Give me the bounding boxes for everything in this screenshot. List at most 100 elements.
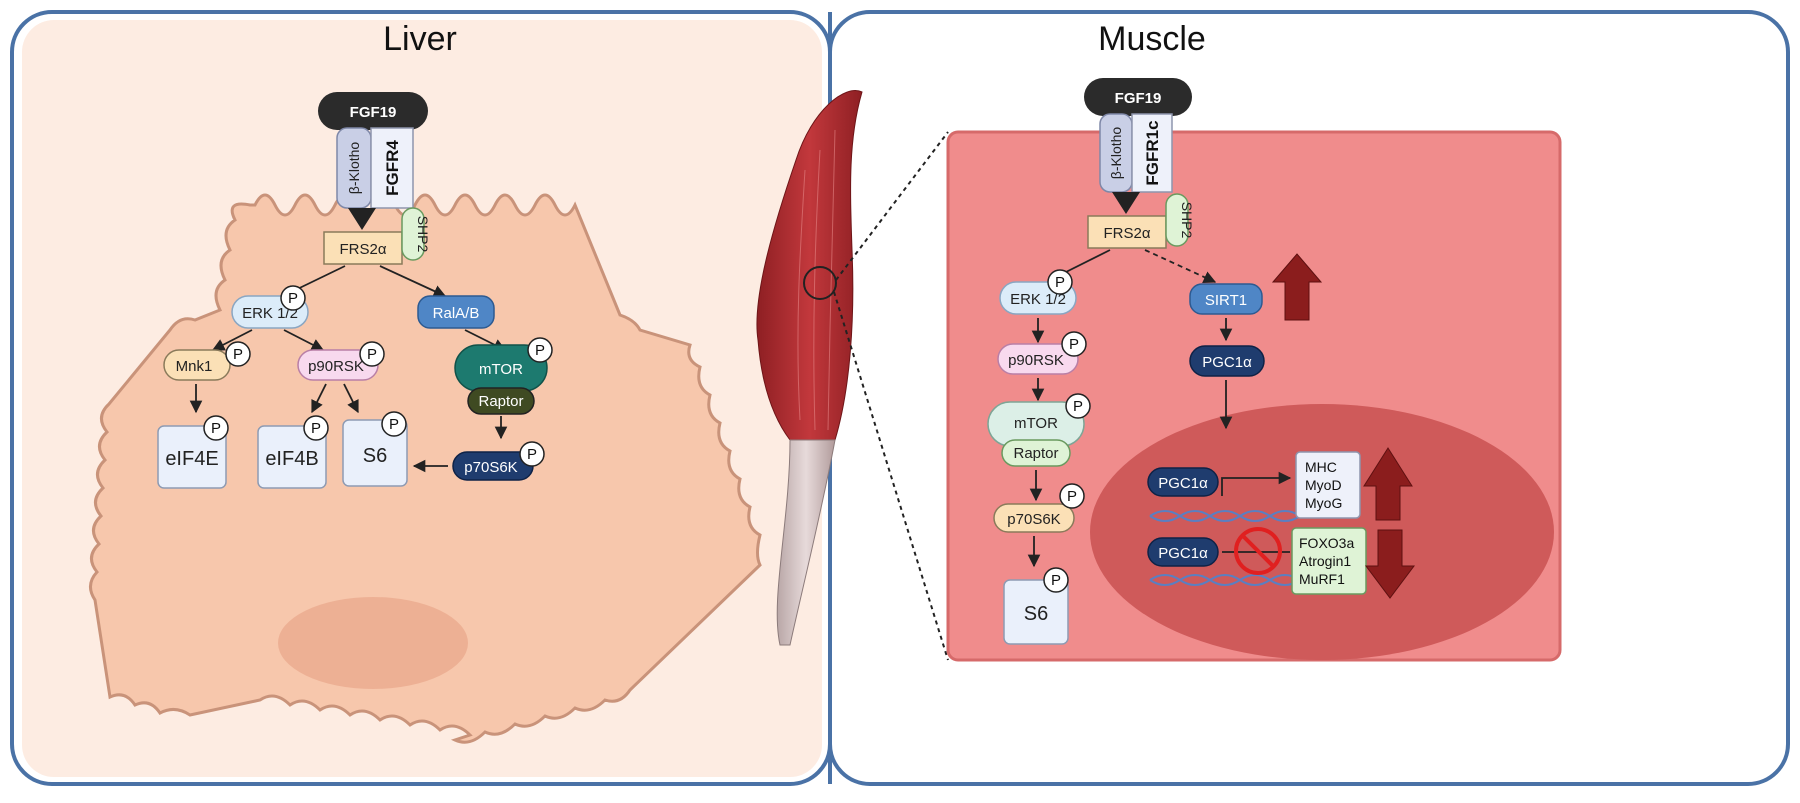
prohibit-icon [1234, 527, 1282, 575]
liver-eif4e-phospho-label: P [211, 420, 221, 437]
liver-eif4e [157, 425, 227, 489]
liver-p90rsk-label: p90RSK [308, 358, 364, 375]
muscle-erk-phospho-label: P [1055, 274, 1065, 291]
muscle-p90rsk [997, 343, 1079, 375]
upregulated-genes-box [1295, 451, 1361, 519]
muscle-s6 [1003, 579, 1069, 645]
liver-raptor [467, 387, 535, 415]
liver-fgfr4-label: FGFR4 [383, 140, 402, 196]
muscle-s6-phospho [1043, 567, 1069, 593]
gene-myod: MyoD [1305, 477, 1342, 493]
liver-p70s6k-phospho [519, 441, 545, 467]
liver-ral [417, 295, 495, 329]
muscle-beta-klotho-label: β-Klotho [1108, 127, 1124, 180]
muscle-p70s6k-phospho-label: P [1067, 488, 1077, 505]
liver-raptor-label: Raptor [478, 393, 523, 410]
muscle-p70s6k-label: p70S6K [1007, 511, 1060, 528]
muscle-zoom-circle [803, 266, 837, 300]
liver-eif4b-label: eIF4B [265, 448, 318, 470]
liver-mnk1 [163, 349, 231, 381]
liver-s6-phospho [381, 411, 407, 437]
muscle-mtor-phospho-label: P [1073, 398, 1083, 415]
muscle-frs2a [1087, 215, 1167, 249]
liver-mtor-phospho [527, 337, 553, 363]
muscle-arrow-frs2a-sirt1 [1144, 249, 1217, 284]
muscle-p70s6k-phospho [1059, 483, 1085, 509]
zoom-line-bottom [833, 291, 949, 661]
liver-arrow-erk-p90 [283, 329, 325, 351]
muscle-shp2-label: SHP2 [1179, 202, 1195, 239]
muscle-pgc1a [1189, 345, 1265, 377]
liver-arrow-p90-eif4b [311, 383, 327, 414]
tendon-illustration [776, 439, 836, 646]
muscle-sirt1-label: SIRT1 [1205, 292, 1247, 309]
muscle-erk-label: ERK 1/2 [1010, 291, 1066, 308]
liver-s6-phospho-label: P [389, 416, 399, 433]
muscle-fibers [797, 129, 836, 431]
dna-strand-top [1149, 510, 1301, 522]
muscle-frs2a-label: FRS2α [1103, 225, 1150, 242]
liver-p70s6k-phospho-label: P [527, 446, 537, 463]
muscle-shp2 [1165, 193, 1189, 247]
dna-strand-bottom [1149, 574, 1301, 586]
zoom-line-top [835, 131, 949, 281]
liver-shp2 [401, 207, 425, 261]
nucleus-pgc1a-top [1147, 467, 1219, 497]
gene-foxo3a: FOXO3a [1299, 535, 1354, 551]
muscle-p70s6k [993, 503, 1075, 533]
liver-mnk1-phospho [225, 341, 251, 367]
liver-arrow-p90-s6 [343, 383, 359, 414]
muscle-receptor-activation-arrow [1112, 192, 1140, 214]
liver-erk-label: ERK 1/2 [242, 305, 298, 322]
sirt1-up-arrow [1271, 253, 1323, 321]
downregulated-genes-box [1291, 527, 1367, 595]
liver-fgfr4-receptor [370, 127, 414, 209]
muscle-s6-phospho-label: P [1051, 572, 1061, 589]
muscle-erk-phospho [1047, 269, 1073, 295]
liver-ral-label: RalA/B [433, 305, 480, 322]
gene-murf1: MuRF1 [1299, 571, 1345, 587]
liver-eif4e-label: eIF4E [165, 448, 218, 470]
nucleus-pgc1a-bottom [1147, 537, 1219, 567]
muscle-sirt1 [1189, 283, 1263, 315]
liver-p70s6k-label: p70S6K [464, 459, 517, 476]
muscle-fgfr1c-label: FGFR1c [1143, 120, 1162, 185]
liver-mtor-phospho-label: P [535, 342, 545, 359]
liver-mtor-label: mTOR [479, 361, 523, 378]
liver-eif4b [257, 425, 327, 489]
liver-eif4b-phospho [303, 415, 329, 441]
liver-s6-label: S6 [363, 445, 387, 467]
liver-eif4b-phospho-label: P [311, 420, 321, 437]
prohibit-icon-slash [1241, 534, 1275, 568]
liver-eif4e-phospho [203, 415, 229, 441]
muscle-p90rsk-phospho-label: P [1069, 336, 1079, 353]
liver-receptor-activation-arrow [348, 208, 376, 230]
muscle-mtor-label: mTOR [1014, 415, 1058, 432]
liver-erk-phospho [280, 285, 306, 311]
muscle-p90rsk-phospho [1061, 331, 1087, 357]
liver-erk-phospho-label: P [288, 290, 298, 307]
liver-beta-klotho-label: β-Klotho [346, 142, 362, 195]
muscle-p90rsk-label: p90RSK [1008, 352, 1064, 369]
muscle-mtor-phospho [1065, 393, 1091, 419]
genes-up-arrow [1363, 447, 1413, 521]
gene-myog: MyoG [1305, 495, 1342, 511]
liver-mnk1-phospho-label: P [233, 346, 243, 363]
genes-down-arrow [1365, 529, 1415, 599]
liver-fgf19-ligand [318, 92, 428, 130]
muscle-fgf19-ligand [1084, 78, 1192, 116]
liver-arrow-frs2a-ral [379, 265, 447, 297]
liver-p90rsk-phospho-label: P [367, 346, 377, 363]
muscle-illustration [756, 90, 863, 441]
nucleus-pgc1a-bottom-label: PGC1α [1158, 545, 1208, 562]
muscle-fgf19-label: FGF19 [1115, 90, 1162, 107]
liver-title: Liver [383, 20, 457, 58]
liver-nucleus [278, 597, 468, 689]
nucleus-activation-arrow [1221, 471, 1292, 496]
liver-fgf19-label: FGF19 [350, 104, 397, 121]
muscle-raptor [1001, 439, 1071, 467]
muscle-pgc1a-label: PGC1α [1202, 354, 1252, 371]
gene-mhc: MHC [1305, 459, 1337, 475]
